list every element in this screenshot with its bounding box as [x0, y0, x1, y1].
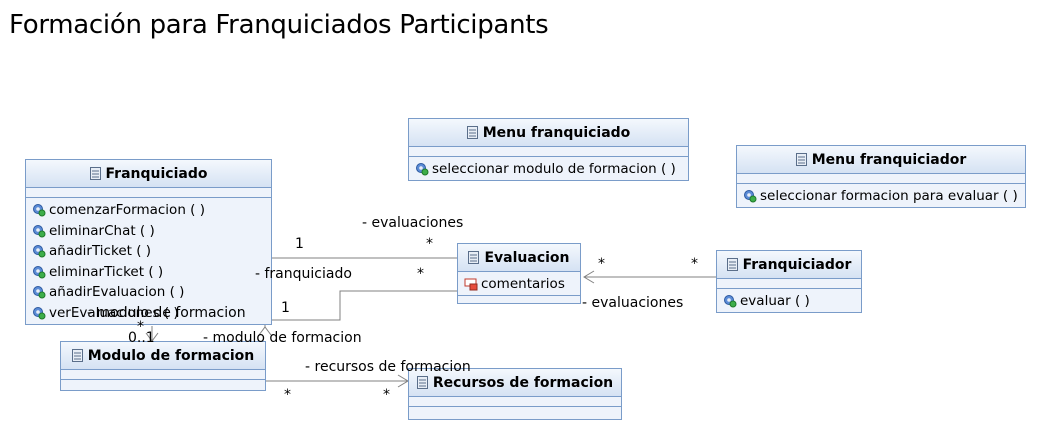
- class-evaluacion[interactable]: Evaluacion comentarios: [457, 243, 581, 304]
- class-name: Evaluacion: [484, 249, 570, 266]
- assoc-franquiciador-evaluacion-arrow: [583, 270, 595, 284]
- operation[interactable]: verEvaluaciones ( ): [32, 303, 271, 324]
- assoc-modulo-evaluacion: [264, 290, 457, 327]
- class-header: Evaluacion: [458, 244, 580, 272]
- class-name: Menu franquiciador: [811, 151, 967, 168]
- operation[interactable]: eliminarChat ( ): [32, 221, 271, 242]
- operation[interactable]: comenzarFormacion ( ): [32, 200, 271, 221]
- operation-gear-icon: [32, 285, 46, 299]
- attributes-section: [409, 397, 621, 407]
- multiplicity: *: [598, 256, 605, 272]
- role-label-franquiciado: - franquiciado: [255, 266, 352, 282]
- operation-gear-icon: [415, 162, 429, 176]
- class-header: Recursos de formacion: [409, 369, 621, 397]
- class-icon: [795, 153, 807, 166]
- role-label-modulo-de-formacion: - modulo de formacion: [203, 330, 362, 346]
- operation[interactable]: añadirEvaluacion ( ): [32, 282, 271, 303]
- class-icon: [89, 167, 101, 180]
- class-name: Franquiciador: [742, 256, 852, 273]
- multiplicity: *: [417, 266, 424, 282]
- class-name: Recursos de formacion: [432, 374, 614, 391]
- operation[interactable]: eliminarTicket ( ): [32, 262, 271, 283]
- multiplicity: 1: [281, 300, 290, 316]
- operation-gear-icon: [32, 203, 46, 217]
- class-icon: [416, 376, 428, 389]
- attributes-section: [61, 370, 265, 380]
- operation-gear-icon: [32, 306, 46, 320]
- operation[interactable]: seleccionar formacion para evaluar ( ): [743, 186, 1025, 207]
- class-header: Modulo de formacion: [61, 342, 265, 370]
- class-name: Modulo de formacion: [87, 347, 255, 364]
- class-icon: [726, 258, 738, 271]
- class-franquiciador[interactable]: Franquiciador evaluar ( ): [716, 250, 862, 313]
- operation-gear-icon: [743, 189, 757, 203]
- role-label-evaluaciones: - evaluaciones: [582, 295, 684, 311]
- role-label-recursos-de-formacion: - recursos de formacion: [305, 359, 471, 375]
- role-label-evaluaciones: - evaluaciones: [362, 215, 464, 231]
- class-icon: [466, 126, 478, 139]
- class-header: Menu franquiciador: [737, 146, 1025, 174]
- class-header: Menu franquiciado: [409, 119, 688, 147]
- class-icon: [468, 251, 480, 264]
- class-menu-franquiciado[interactable]: Menu franquiciado seleccionar modulo de …: [408, 118, 689, 181]
- multiplicity: *: [137, 319, 144, 335]
- role-label-modulo-de-formacion: - modulo de formacion: [87, 305, 246, 321]
- operation-gear-icon: [32, 244, 46, 258]
- diagram-title: Formación para Franquiciados Participant…: [9, 10, 549, 40]
- operations-section: [409, 407, 621, 416]
- class-name: Franquiciado: [105, 165, 208, 182]
- operations-section: seleccionar formacion para evaluar ( ): [737, 184, 1025, 207]
- attribute-icon: [464, 277, 478, 291]
- operations-section: seleccionar modulo de formacion ( ): [409, 157, 688, 180]
- multiplicity: 0..1: [128, 330, 155, 346]
- class-header: Franquiciador: [717, 251, 861, 279]
- class-menu-franquiciador[interactable]: Menu franquiciador seleccionar formacion…: [736, 145, 1026, 208]
- class-modulo-de-formacion[interactable]: Modulo de formacion: [60, 341, 266, 391]
- class-recursos-de-formacion[interactable]: Recursos de formacion: [408, 368, 622, 420]
- class-name: Menu franquiciado: [482, 124, 631, 141]
- assoc-modulo-evaluacion-arrow: [258, 326, 272, 336]
- attributes-section: [737, 174, 1025, 184]
- operation-gear-icon: [32, 265, 46, 279]
- attributes-section: [409, 147, 688, 157]
- class-header: Franquiciado: [26, 160, 271, 188]
- operations-section: [458, 296, 580, 305]
- attributes-section: [717, 279, 861, 289]
- operation[interactable]: añadirTicket ( ): [32, 241, 271, 262]
- attributes-section: [26, 188, 271, 198]
- operations-section: comenzarFormacion ( ) eliminarChat ( ) a…: [26, 198, 271, 323]
- class-franquiciado[interactable]: Franquiciado comenzarFormacion ( ) elimi…: [25, 159, 272, 325]
- operation-gear-icon: [723, 294, 737, 308]
- multiplicity: 1: [295, 236, 304, 252]
- multiplicity: *: [426, 236, 433, 252]
- operation-gear-icon: [32, 224, 46, 238]
- multiplicity: *: [691, 256, 698, 272]
- class-icon: [71, 349, 83, 362]
- operation[interactable]: seleccionar modulo de formacion ( ): [415, 159, 688, 180]
- multiplicity: *: [383, 387, 390, 403]
- multiplicity: *: [284, 387, 291, 403]
- attribute[interactable]: comentarios: [464, 274, 580, 295]
- attributes-section: comentarios: [458, 272, 580, 296]
- operation[interactable]: evaluar ( ): [723, 291, 861, 312]
- operations-section: [61, 380, 265, 389]
- operations-section: evaluar ( ): [717, 289, 861, 312]
